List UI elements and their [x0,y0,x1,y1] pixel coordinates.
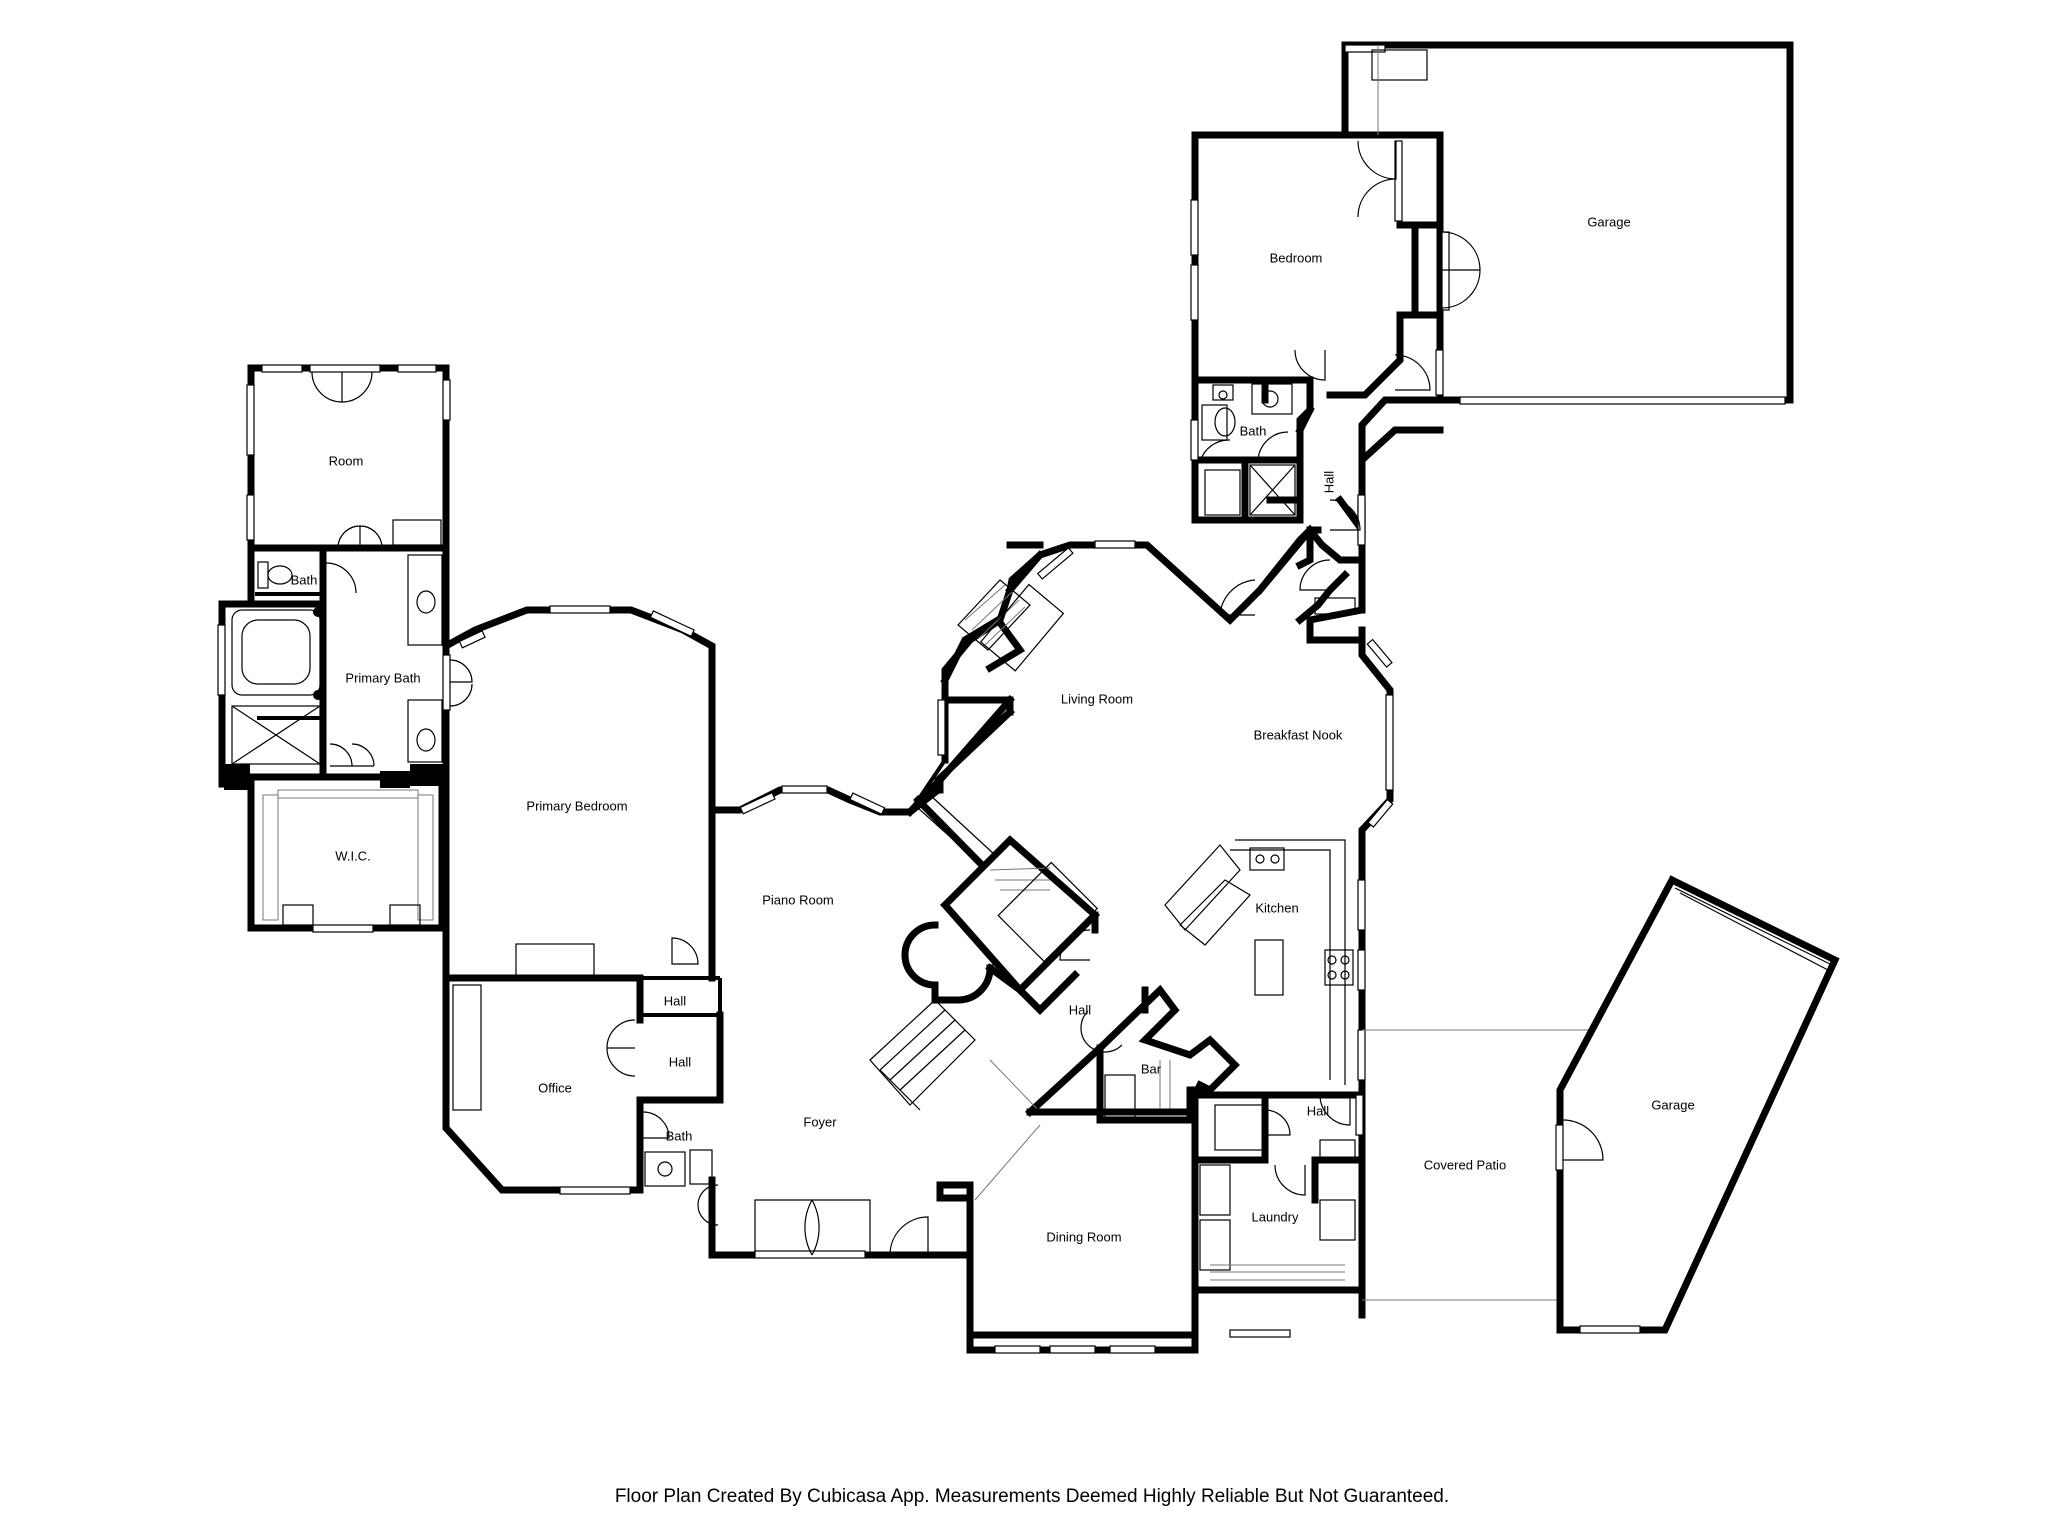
left-wing-fixtures [231,371,443,926]
room-label-covered-patio: Covered Patio [1424,1157,1506,1172]
dining-windows [994,1345,1156,1354]
upper-right-fixtures [1190,44,1786,616]
room-label-room: Room [329,453,364,468]
room-label-hall-small: Hall [664,993,687,1008]
left-wing-walls [218,364,450,932]
room-label-wic: W.I.C. [335,848,370,863]
stairs-lower [869,999,976,1111]
central-windows [739,785,886,1259]
kitchen-fixtures [1059,839,1366,1338]
room-label-bath-upper: Bath [1240,423,1267,438]
stairs-upper [917,794,1099,963]
kitchen-walls [966,984,1364,1339]
left-wing-windows [217,364,451,933]
room-label-living-room: Living Room [1061,691,1133,706]
room-label-hall-vertical: Hall [1321,471,1336,494]
room-label-bedroom: Bedroom [1270,250,1323,265]
room-label-hall-office: Hall [669,1054,692,1069]
primary-bedroom-windows [442,605,695,1195]
room-label-piano-room: Piano Room [762,892,834,907]
room-label-garage-top: Garage [1587,214,1630,229]
room-label-foyer: Foyer [803,1114,837,1129]
room-label-office: Office [538,1080,572,1095]
central-fixtures [697,794,1099,1256]
patio-garage [1362,875,1840,1334]
primary-bedroom-fixtures [449,659,713,1187]
room-label-breakfast-nook: Breakfast Nook [1254,727,1343,742]
room-label-bath-small: Bath [291,572,318,587]
room-label-laundry: Laundry [1252,1209,1299,1224]
room-label-garage-right: Garage [1651,1097,1694,1112]
living-walls [905,426,1444,1319]
room-label-primary-bedroom: Primary Bedroom [526,798,627,813]
room-label-hall-right: Hall [1307,1103,1330,1118]
room-label-primary-bath: Primary Bath [345,670,420,685]
upper-right-walls [1191,41,1794,570]
room-label-bar: Bar [1141,1061,1162,1076]
room-label-dining-room: Dining Room [1046,1229,1121,1244]
room-label-hall-center: Hall [1069,1002,1092,1017]
footer-caption: Floor Plan Created By Cubicasa App. Meas… [615,1486,1449,1507]
room-label-bath-office: Bath [666,1128,693,1143]
room-label-kitchen: Kitchen [1255,900,1298,915]
